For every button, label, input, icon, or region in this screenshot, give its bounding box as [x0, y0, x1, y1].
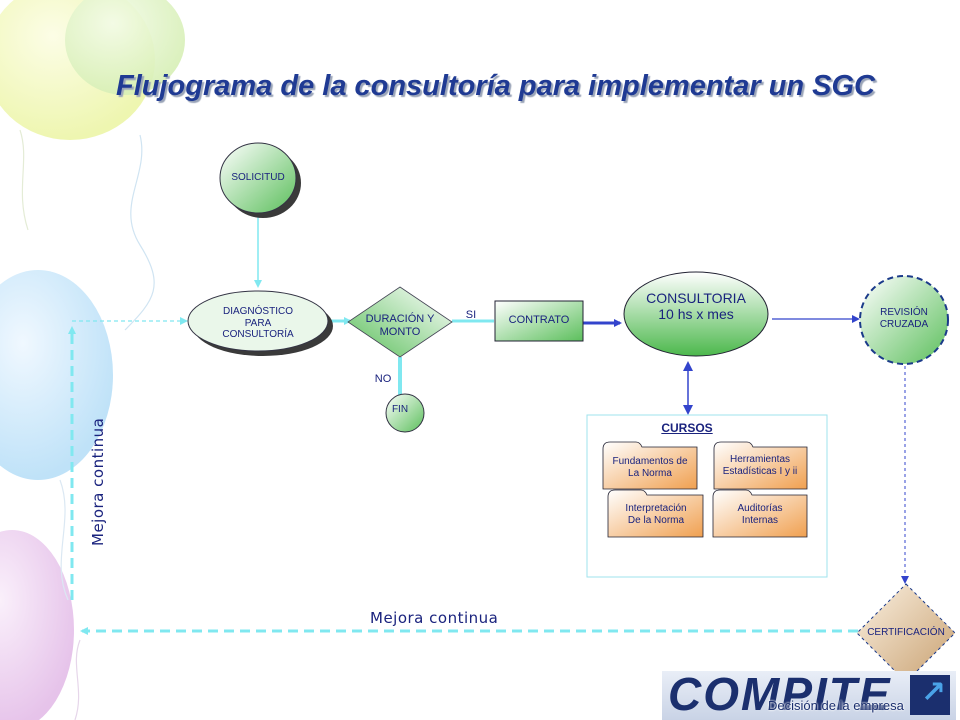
- curso-fundamentos-label: Fundamentos de La Norma: [600, 456, 700, 479]
- page-title: Flujograma de la consultoría para implem…: [116, 70, 875, 102]
- curso-herramientas-label: Herramientas Estadísticas I y ii: [708, 454, 812, 477]
- node-revision-cruzada[interactable]: [859, 275, 949, 365]
- node-fin[interactable]: [385, 393, 425, 433]
- curso-herramientas-line-1: Herramientas: [729, 454, 791, 465]
- contrato-label: CONTRATO: [508, 314, 570, 326]
- node-solicitud[interactable]: [219, 142, 301, 218]
- certificacion-label: CERTIFICACIÓN: [867, 627, 945, 638]
- logo-mark: [910, 675, 950, 715]
- diagnostico-label-line-2: PARA: [244, 317, 272, 329]
- cursos-title: CURSOS: [661, 421, 713, 435]
- diagnostico-label: DIAGNÓSTICO PARA CONSULTORÍA: [198, 306, 318, 341]
- curso-folder-auditorias[interactable]: [712, 489, 808, 538]
- arrow-up-right-icon: ↗: [920, 675, 946, 710]
- node-consultoria[interactable]: [623, 271, 769, 357]
- curso-fundamentos-line-1: Fundamentos de: [612, 456, 688, 467]
- revision-label-line-1: REVISIÓN: [880, 307, 928, 318]
- revision-label: REVISIÓN CRUZADA: [864, 307, 944, 330]
- balloon-purple: [0, 530, 74, 720]
- node-contrato[interactable]: [494, 300, 584, 342]
- consultoria-label-line-2: 10 hs x mes: [658, 306, 734, 323]
- balloon-blue: [0, 270, 113, 480]
- branch-no-label: NO: [374, 373, 392, 385]
- branch-yes-label: SI: [465, 309, 477, 321]
- curso-folder-herramientas[interactable]: [713, 441, 808, 490]
- curso-fundamentos-line-2: La Norma: [628, 467, 672, 479]
- loop-label-horizontal: Mejora continua: [370, 609, 499, 627]
- consultoria-label-line-1: CONSULTORIA: [646, 290, 746, 306]
- curso-folder-interpretacion[interactable]: [607, 489, 704, 538]
- balloon-green: [65, 0, 185, 95]
- diagnostico-label-line-3: CONSULTORÍA: [222, 329, 294, 340]
- curso-auditorias-line-2: Internas: [741, 514, 779, 526]
- curso-interpretacion-label: Interpretación De la Norma: [606, 503, 706, 526]
- revision-label-line-2: CRUZADA: [879, 318, 929, 330]
- fin-label: FIN: [391, 404, 409, 415]
- decision-label-line-2: MONTO: [379, 325, 421, 338]
- node-diagnostico[interactable]: [187, 290, 333, 356]
- diagnostico-label-line-1: DIAGNÓSTICO: [222, 306, 293, 317]
- consultoria-label: CONSULTORIA 10 hs x mes: [630, 290, 762, 322]
- curso-folder-fundamentos[interactable]: [602, 441, 698, 490]
- loop-label-vertical: Mejora continua: [89, 417, 107, 546]
- compite-logo: COMPITE ↗: [662, 671, 956, 720]
- curso-interpretacion-line-1: Interpretación: [625, 503, 687, 514]
- decision-label-line-1: DURACIÓN Y: [365, 313, 435, 325]
- logo-brand-text: COMPITE: [668, 671, 892, 720]
- curso-auditorias-line-1: Auditorías: [737, 503, 783, 514]
- logo-tagline: Decisión de la empresa: [768, 698, 904, 713]
- node-decision[interactable]: [347, 286, 453, 358]
- curso-auditorias-label: Auditorías Internas: [712, 503, 808, 526]
- solicitud-label: SOLICITUD: [231, 172, 285, 183]
- decision-label: DURACIÓN Y MONTO: [355, 313, 445, 338]
- curso-herramientas-line-2: Estadísticas I y ii: [722, 465, 798, 477]
- curso-interpretacion-line-2: De la Norma: [627, 514, 685, 526]
